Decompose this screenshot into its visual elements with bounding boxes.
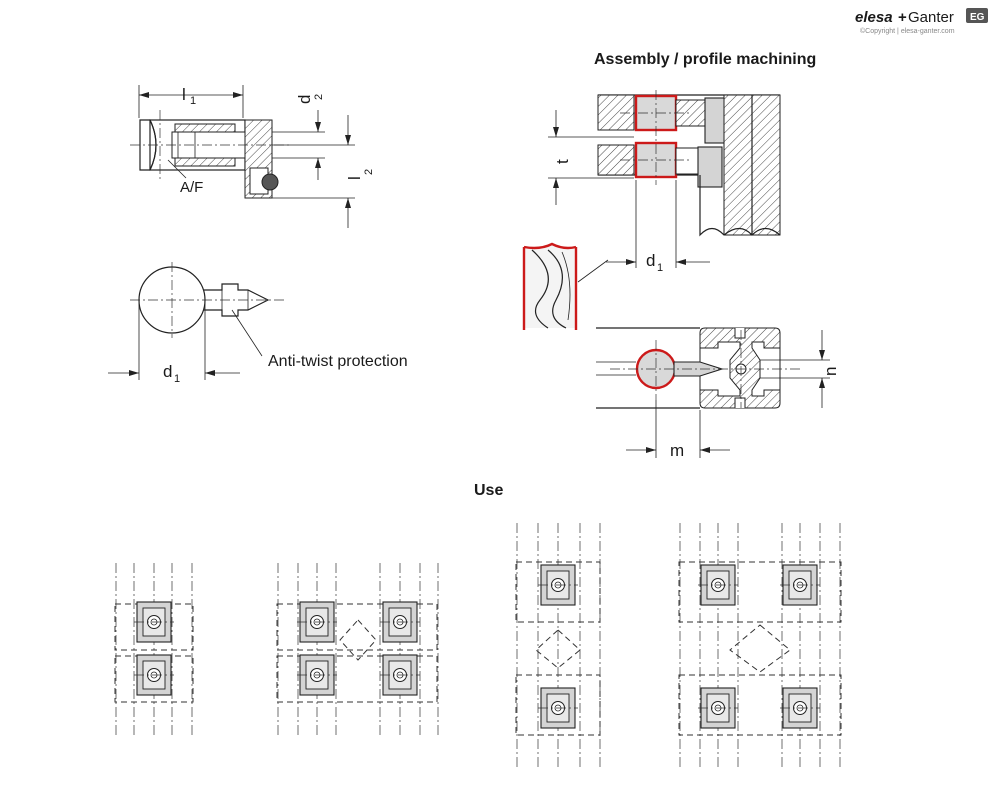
dim-n-label: n: [821, 367, 840, 376]
use-example-2: [276, 563, 439, 735]
dim-l2-sub: 2: [363, 169, 375, 175]
use-example-4: [678, 523, 842, 770]
brand-copyright: ©Copyright | elesa-ganter.com: [860, 27, 955, 35]
brand-plus: +: [898, 9, 907, 26]
side-view-drawing: l 1 d 2 l 2 A/F: [130, 85, 375, 228]
brand-name-left: elesa: [855, 9, 893, 26]
dim-d1-sub: 1: [174, 373, 180, 385]
use-example-3: [515, 523, 601, 770]
dim-l1-sub: 1: [190, 95, 196, 107]
dim-d1-label: d: [163, 362, 172, 381]
dim-l2-label: l: [345, 176, 364, 180]
use-example-1: [114, 563, 194, 735]
brand-name-right: Ganter: [908, 9, 954, 26]
brand-logo: elesa + Ganter EG ©Copyright | elesa-gan…: [855, 8, 988, 35]
ball-view-drawing: d 1 Anti-twist protection: [108, 262, 408, 385]
dim-l1-label: l: [182, 85, 186, 104]
dim-d2-sub: 2: [313, 94, 325, 100]
af-label: A/F: [180, 179, 203, 196]
drill-bit-icon: [522, 242, 578, 330]
dim-d2-label: d: [295, 95, 314, 104]
brand-badge-icon: [966, 8, 988, 23]
dim-m-label: m: [670, 441, 684, 460]
assembly-title: Assembly / profile machining: [594, 51, 816, 68]
assembly-section-drawing: t d 1: [548, 90, 781, 283]
profile-section-drawing: n m: [596, 327, 840, 460]
use-title: Use: [474, 482, 503, 499]
dim-d1-assembly-label: d: [646, 251, 655, 270]
dim-d1-assembly-sub: 1: [657, 262, 663, 274]
dim-t-label: t: [553, 159, 572, 164]
anti-twist-label: Anti-twist protection: [268, 353, 408, 370]
brand-badge: EG: [970, 12, 985, 23]
